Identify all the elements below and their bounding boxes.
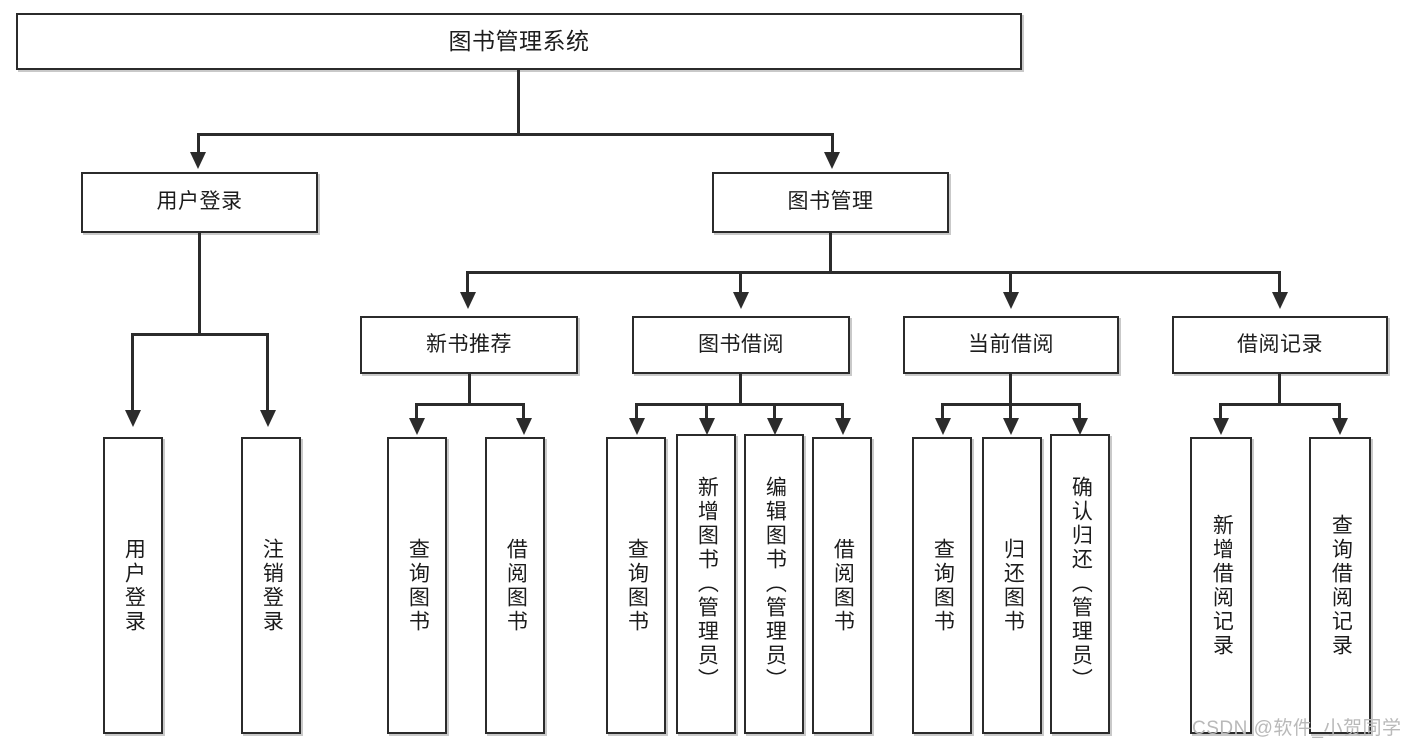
node-book-borrow[interactable]: 图书借阅 <box>632 316 850 374</box>
node-leaf-query-book-bb[interactable]: 查询图书 <box>606 437 666 734</box>
edge-br-bar <box>1219 403 1341 406</box>
node-label: 用户登录 <box>122 537 146 634</box>
edge-book-mgmt-drop-3 <box>1009 271 1012 295</box>
edge-user-login-drop-2 <box>266 333 269 413</box>
edge-bb-drop-4 <box>841 403 844 421</box>
arrow-br-leaf-1 <box>1213 418 1229 435</box>
edge-user-login-drop-1 <box>131 333 134 413</box>
edge-bb-drop-1 <box>635 403 638 421</box>
node-book-management[interactable]: 图书管理 <box>712 172 949 233</box>
node-leaf-add-borrow-record[interactable]: 新增借阅记录 <box>1190 437 1252 734</box>
arrow-to-book-borrow <box>733 292 749 309</box>
edge-user-login-bar <box>131 333 269 336</box>
arrow-user-login-leaf-1 <box>125 410 141 427</box>
arrow-to-new-book-recommend <box>460 292 476 309</box>
edge-bb-bar <box>635 403 843 406</box>
arrow-to-user-login <box>190 152 206 169</box>
arrow-bb-leaf-4 <box>835 418 851 435</box>
node-label: 图书管理系统 <box>448 27 590 54</box>
edge-cb-drop-3 <box>1078 403 1081 421</box>
edge-book-mgmt-drop-4 <box>1278 271 1281 295</box>
edge-br-drop-1 <box>1219 403 1222 421</box>
node-user-login[interactable]: 用户登录 <box>81 172 318 233</box>
edge-nbr-drop-1 <box>415 403 418 421</box>
node-leaf-query-book-nbr[interactable]: 查询图书 <box>387 437 447 734</box>
arrow-cb-leaf-3 <box>1072 418 1088 435</box>
arrow-cb-leaf-2 <box>1003 418 1019 435</box>
edge-book-mgmt-drop-1 <box>466 271 469 295</box>
node-label: 图书管理 <box>787 190 874 214</box>
arrow-nbr-leaf-1 <box>409 418 425 435</box>
node-leaf-query-borrow-record[interactable]: 查询借阅记录 <box>1309 437 1371 734</box>
node-leaf-return-book[interactable]: 归还图书 <box>982 437 1042 734</box>
edge-user-login-trunk <box>198 233 201 335</box>
edge-root-trunk <box>517 70 520 135</box>
node-label: 图书借阅 <box>698 332 784 356</box>
node-label: 当前借阅 <box>968 332 1054 356</box>
node-label: 查询图书 <box>931 537 955 634</box>
arrow-bb-leaf-2 <box>699 418 715 435</box>
edge-br-drop-2 <box>1338 403 1341 421</box>
node-leaf-add-book-admin[interactable]: 新增图书（管理员） <box>676 434 736 734</box>
edge-nbr-bar <box>415 403 525 406</box>
node-label: 编辑图书（管理员） <box>763 476 787 692</box>
node-label: 确认归还（管理员） <box>1069 476 1093 692</box>
node-leaf-borrow-book-bb[interactable]: 借阅图书 <box>812 437 872 734</box>
edge-cb-drop-2 <box>1009 403 1012 421</box>
node-label: 新书推荐 <box>426 332 512 356</box>
node-label: 借阅图书 <box>831 537 855 634</box>
arrow-bb-leaf-3 <box>767 418 783 435</box>
edge-root-to-user-login <box>197 133 200 155</box>
edge-book-mgmt-trunk <box>829 233 832 273</box>
node-leaf-borrow-book-nbr[interactable]: 借阅图书 <box>485 437 545 734</box>
edge-br-trunk <box>1278 374 1281 405</box>
csdn-watermark: CSDN @软件_小贺同学 <box>1192 718 1402 739</box>
node-label: 查询借阅记录 <box>1329 513 1353 658</box>
node-label: 用户登录 <box>156 190 243 214</box>
node-label: 查询图书 <box>625 537 649 634</box>
node-leaf-query-book-cb[interactable]: 查询图书 <box>912 437 972 734</box>
node-leaf-edit-book-admin[interactable]: 编辑图书（管理员） <box>744 434 804 734</box>
node-label: 归还图书 <box>1001 537 1025 634</box>
arrow-to-current-borrow <box>1003 292 1019 309</box>
node-label: 查询图书 <box>406 537 430 634</box>
node-label: 新增图书（管理员） <box>695 476 719 692</box>
arrow-br-leaf-2 <box>1332 418 1348 435</box>
arrow-user-login-leaf-2 <box>260 410 276 427</box>
edge-nbr-trunk <box>468 374 471 405</box>
node-current-borrow[interactable]: 当前借阅 <box>903 316 1119 374</box>
node-label: 新增借阅记录 <box>1210 513 1234 658</box>
node-root-system[interactable]: 图书管理系统 <box>16 13 1022 70</box>
node-borrow-record[interactable]: 借阅记录 <box>1172 316 1388 374</box>
edge-book-mgmt-bar <box>466 271 1281 274</box>
arrow-bb-leaf-1 <box>629 418 645 435</box>
edge-root-to-book-mgmt <box>831 133 834 155</box>
node-label: 借阅图书 <box>504 537 528 634</box>
node-label: 借阅记录 <box>1237 332 1323 356</box>
edge-cb-drop-1 <box>941 403 944 421</box>
node-new-book-recommend[interactable]: 新书推荐 <box>360 316 578 374</box>
edge-root-bar <box>197 133 834 136</box>
edge-bb-drop-2 <box>705 403 708 421</box>
node-label: 注销登录 <box>260 537 284 634</box>
arrow-cb-leaf-1 <box>935 418 951 435</box>
node-leaf-confirm-return-admin[interactable]: 确认归还（管理员） <box>1050 434 1110 734</box>
node-leaf-user-login[interactable]: 用户登录 <box>103 437 163 734</box>
node-leaf-logout[interactable]: 注销登录 <box>241 437 301 734</box>
edge-cb-trunk <box>1009 374 1012 405</box>
edge-bb-trunk <box>739 374 742 405</box>
arrow-to-borrow-record <box>1272 292 1288 309</box>
arrow-nbr-leaf-2 <box>516 418 532 435</box>
edge-book-mgmt-drop-2 <box>739 271 742 295</box>
arrow-to-book-mgmt <box>824 152 840 169</box>
edge-nbr-drop-2 <box>522 403 525 421</box>
edge-bb-drop-3 <box>773 403 776 421</box>
